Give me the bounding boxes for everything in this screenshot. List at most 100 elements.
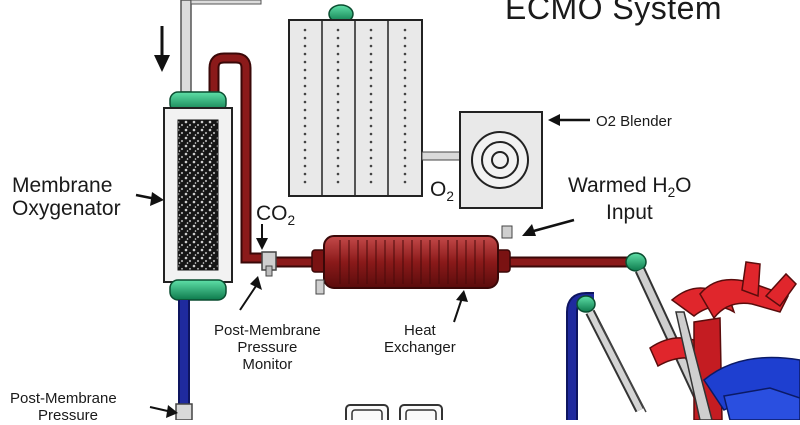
flowmeter-tick [336, 44, 340, 48]
flowmeter-tick [336, 100, 340, 104]
flowmeter-tick [303, 116, 307, 120]
membrane-oxygenator [163, 91, 233, 301]
flowmeter-tick [336, 148, 340, 152]
flowmeter-tick [403, 28, 407, 32]
flowmeter-tick [369, 148, 373, 152]
flowmeter-tick [403, 52, 407, 56]
gas-flowmeter-panel [288, 4, 423, 197]
flowmeter-tick [336, 60, 340, 64]
flowmeter-tick [369, 68, 373, 72]
flowmeter-tick [303, 68, 307, 72]
flowmeter-tick [403, 172, 407, 176]
warmed-water-label-subscript: 2 [667, 184, 676, 200]
post-membrane-pressure-line2: Pressure [38, 407, 99, 424]
flowmeter-tick [369, 172, 373, 176]
warmed-water-label-line1: Warmed H2O [568, 175, 692, 203]
flowmeter-tick [403, 68, 407, 72]
warmed-water-label: Warmed H2O Input [568, 175, 692, 224]
flowmeter-tick [303, 84, 307, 88]
heat-exchanger-line2: Exchanger [384, 339, 456, 356]
flowmeter-tick [403, 140, 407, 144]
gas-flow-arrow [154, 26, 170, 72]
flowmeter-tick [303, 132, 307, 136]
flowmeter-tick [303, 172, 307, 176]
flowmeter-tick [369, 156, 373, 160]
flowmeter-tick [303, 76, 307, 80]
pressure-port [261, 251, 277, 277]
label-pointer-arrows [135, 192, 468, 418]
flowmeter-tick [336, 68, 340, 72]
flowmeter-tick [403, 44, 407, 48]
o2-blender [459, 111, 543, 209]
flowmeter-tick [369, 100, 373, 104]
flowmeter-tick [369, 108, 373, 112]
venous-cannula [566, 292, 647, 420]
heat-exchanger-line1: Heat [404, 322, 436, 339]
flowmeter-tick [369, 28, 373, 32]
membrane-oxygenator-label-line1: Membrane [12, 174, 113, 197]
flowmeter-tick [303, 164, 307, 168]
flowmeter-tick [369, 132, 373, 136]
heart-vessels [649, 261, 800, 421]
flowmeter-tick [303, 124, 307, 128]
membrane-oxygenator-label: Membrane Oxygenator [12, 174, 121, 220]
flowmeter-tick [369, 180, 373, 184]
flowmeter-tick [336, 84, 340, 88]
flowmeter-tick [303, 52, 307, 56]
flowmeter-tick [336, 76, 340, 80]
flowmeter-tick [403, 124, 407, 128]
flowmeter-tick [303, 108, 307, 112]
flowmeter-tick [336, 132, 340, 136]
flowmeter-tick [336, 164, 340, 168]
blender-connector [421, 151, 461, 161]
post-membrane-monitor-line3: Monitor [242, 356, 293, 373]
flowmeter-tick [369, 36, 373, 40]
flowmeter-tick [369, 116, 373, 120]
flowmeter-tick [403, 116, 407, 120]
flowmeter-tick [369, 52, 373, 56]
flowmeter-tick [336, 36, 340, 40]
post-membrane-monitor-line2: Pressure [237, 339, 298, 356]
flowmeter-tick [403, 100, 407, 104]
flowmeter-tick [403, 132, 407, 136]
flowmeter-tick [336, 140, 340, 144]
flowmeter-tick [336, 92, 340, 96]
heat-exchanger [311, 225, 513, 295]
o2-blender-label: O2 Blender [596, 113, 672, 130]
flowmeter-tick [336, 108, 340, 112]
diagram-title: ECMO System [505, 0, 723, 26]
flowmeter-tick [336, 124, 340, 128]
flowmeter-tick [369, 60, 373, 64]
flowmeter-tick [369, 140, 373, 144]
flowmeter-tick [336, 52, 340, 56]
post-membrane-pressure-label: Post-Membrane Pressure [10, 390, 117, 424]
venous-tubing-lower [175, 300, 193, 421]
o2-label-letter: O [430, 178, 447, 201]
flowmeter-tick [403, 84, 407, 88]
co2-label-letters: CO [256, 202, 288, 225]
flowmeter-tick [403, 60, 407, 64]
flowmeter-tick [369, 164, 373, 168]
flowmeter-tick [369, 76, 373, 80]
flowmeter-tick [336, 28, 340, 32]
flowmeter-tick [403, 76, 407, 80]
flowmeter-tick [369, 92, 373, 96]
flowmeter-tick [336, 116, 340, 120]
flowmeter-tick [403, 156, 407, 160]
flowmeter-tick [303, 180, 307, 184]
flowmeter-tick [369, 44, 373, 48]
bottom-devices [345, 404, 443, 425]
post-membrane-monitor-line1: Post-Membrane [214, 322, 321, 339]
flowmeter-tick [303, 60, 307, 64]
oxygenated-tubing [208, 52, 632, 268]
o2-label-subscript: 2 [446, 188, 454, 204]
flowmeter-tick [403, 92, 407, 96]
flowmeter-tick [403, 164, 407, 168]
warmed-water-label-line2: Input [606, 200, 653, 224]
flowmeter-tick [303, 140, 307, 144]
flowmeter-tick [403, 108, 407, 112]
warmed-water-arrow [522, 218, 575, 236]
flowmeter-tick [303, 156, 307, 160]
